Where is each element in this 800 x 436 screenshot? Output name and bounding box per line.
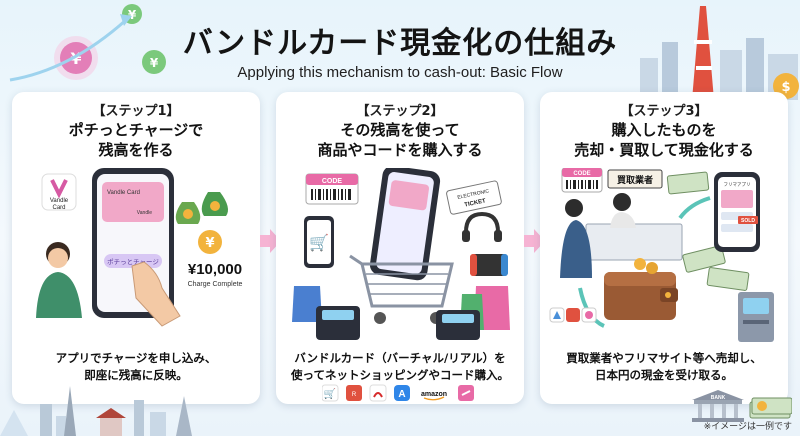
phone-card-brand: Vandle (137, 210, 152, 216)
svg-text:A: A (398, 389, 405, 400)
store-logo-appstore-icon: A (394, 385, 410, 401)
bank-icon: BANK (692, 390, 744, 422)
svg-text:TICKET: TICKET (464, 198, 487, 208)
svg-text:CODE: CODE (573, 171, 590, 177)
svg-text:BANK: BANK (711, 395, 726, 401)
step-1-heading-line2: 残高を作る (98, 141, 174, 159)
fleamarket-app-icons (549, 307, 597, 323)
step-2-heading: その残高を使って 商品やコードを購入する (276, 120, 524, 160)
step-2-heading-line2: 商品やコードを購入する (317, 141, 483, 159)
svg-text:¥: ¥ (128, 8, 137, 22)
step-1-heading-line1: ポチっとチャージで (68, 121, 204, 139)
svg-text:R: R (352, 392, 357, 398)
code-tag-icon: CODE (561, 168, 603, 193)
vandle-app-logo: Vandle Card (41, 173, 77, 211)
app-logo-text-2: Card (52, 205, 65, 211)
step-2-description: バンドルカード（バーチャル/リアル）を 使ってネットショッピングやコード購入。 (282, 350, 518, 384)
banknote-icons (666, 171, 750, 291)
step-3-label: 【ステップ3】 (620, 104, 708, 119)
phone-app-label: フリマアプリ (724, 182, 751, 188)
page-title: バンドルカード現金化の仕組み (182, 26, 618, 61)
step-3-description: 買取業者やフリマサイト等へ売却し、 日本円の現金を受け取る。 (546, 350, 782, 384)
step-1-desc-line2: 即座に残高に反映。 (84, 368, 188, 382)
svg-text:amazon: amazon (421, 391, 447, 398)
svg-text:¥: ¥ (205, 236, 214, 251)
charge-button: ポチっとチャージ (107, 258, 159, 266)
step-3-heading-line2: 売却・買取して現金化する (574, 141, 754, 159)
step-2-card: 【ステップ2】 その残高を使って 商品やコードを購入する CODE ELECTR… (276, 92, 524, 404)
code-tag-icon: CODE (305, 173, 359, 205)
shop-sign: 買取業者 (617, 174, 653, 186)
sold-tag: SOLD (741, 218, 755, 224)
store-logo-rakuten-icon: R (346, 385, 362, 401)
arrow-right-icon (260, 229, 281, 253)
step-3-heading: 購入したものを 売却・買取して現金化する (540, 120, 788, 160)
footer-note: ※イメージは一例です (703, 422, 792, 432)
svg-text:$: $ (781, 80, 790, 95)
store-logo-pink-icon (458, 385, 474, 401)
wallet-icon (604, 272, 678, 320)
electronic-ticket-icon: ELECTRONIC TICKET (446, 180, 502, 215)
store-logo-red-icon (369, 384, 387, 402)
decor-yen-coins: ¥ ¥ ¥ (9, 4, 166, 82)
svg-text:CODE: CODE (322, 178, 343, 185)
store-logo-amazon-icon: amazon (421, 391, 447, 401)
step-1-heading: ポチっとチャージで 残高を作る (12, 120, 260, 160)
step-3-desc-line1: 買取業者やフリマサイト等へ売却し、 (566, 351, 762, 365)
step-3-card: 【ステップ3】 購入したものを 売却・買取して現金化する CODE 買取業者 (540, 92, 788, 404)
svg-text:🛒: 🛒 (324, 387, 336, 400)
store-logos-row: 🛒 R A amazon (322, 384, 474, 402)
step-1-description: アプリでチャージを申し込み、 即座に残高に反映。 (18, 350, 254, 384)
step-1-desc-line1: アプリでチャージを申し込み、 (55, 351, 217, 365)
svg-text:¥: ¥ (70, 49, 81, 68)
step-2-heading-line1: その残高を使って (340, 121, 460, 139)
step-1-card: 【ステップ1】 ポチっとチャージで 残高を作る Vandle Card Vand… (12, 92, 260, 404)
step-3-desc-line2: 日本円の現金を受け取る。 (595, 368, 733, 382)
yen-coin-icon (198, 230, 222, 254)
page-subtitle: Applying this mechanism to cash-out: Bas… (237, 64, 563, 81)
step-3-heading-line1: 購入したものを (611, 121, 717, 139)
step-2-illustration: CODE ELECTRONIC TICKET 🛒 (292, 168, 510, 340)
arrow-right-icon (524, 229, 545, 253)
money-bag-icons (175, 192, 228, 224)
app-logo-text-1: Vandle (50, 198, 69, 204)
step-2-label: 【ステップ2】 (356, 104, 444, 119)
atm-icon (738, 292, 774, 342)
store-logo-cart-icon: 🛒 (322, 384, 339, 402)
decor-skyline-bottom (0, 386, 192, 436)
phone-card-title: Vandle Card (107, 190, 140, 196)
cash-stack-icon (749, 397, 792, 419)
step-1-illustration: Vandle Card Vandle Card Vandle ポチっとチャージ … (36, 168, 243, 327)
step-2-desc-line2: 使ってネットショッピングやコード購入。 (291, 368, 509, 382)
svg-text:🛒: 🛒 (309, 233, 329, 252)
charge-caption: Charge Complete (188, 281, 243, 288)
step-2-desc-line1: バンドルカード（バーチャル/リアル）を (294, 351, 506, 365)
step-3-illustration: CODE 買取業者 フリマアプリ SOLD (549, 168, 774, 342)
svg-text:¥: ¥ (150, 56, 159, 70)
charge-amount: ¥10,000 (188, 261, 242, 278)
step-1-label: 【ステップ1】 (92, 104, 180, 119)
